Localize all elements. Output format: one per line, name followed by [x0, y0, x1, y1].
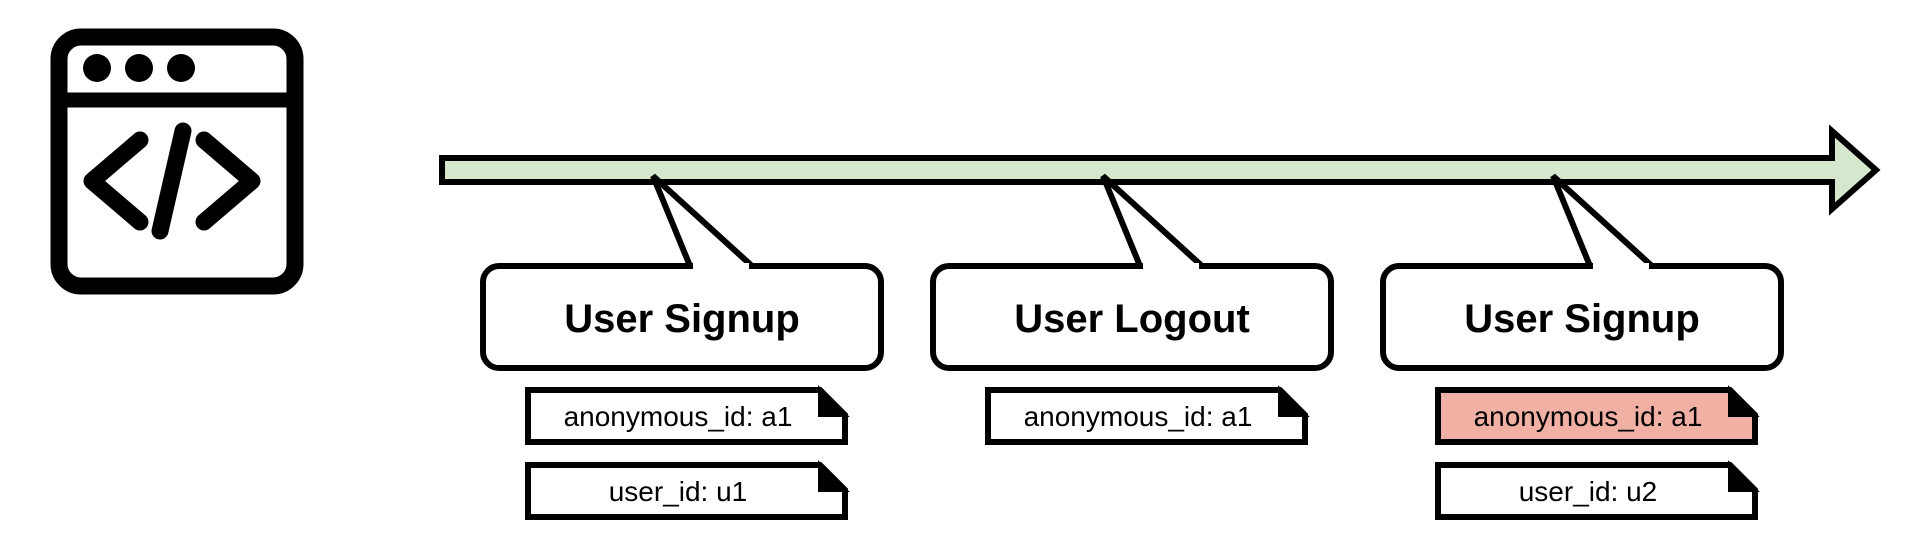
window-dot-1-icon — [83, 54, 111, 82]
attribute-note-fold-1-0 — [818, 385, 850, 417]
event-box-shape-2[interactable] — [930, 263, 1334, 371]
timeline-connectors — [650, 173, 1655, 269]
attribute-note-fold-3-1 — [1728, 460, 1760, 492]
attribute-note-shape-1-1[interactable] — [525, 462, 848, 520]
attribute-note-shape-3-0[interactable] — [1435, 387, 1758, 445]
connector-tail-event-3 — [1550, 173, 1655, 269]
attribute-note-3-anonymous-id[interactable] — [1435, 385, 1760, 445]
event-box-event-2[interactable] — [930, 263, 1334, 371]
attribute-note-shape-1-0[interactable] — [525, 387, 848, 445]
connector-tail-event-1 — [650, 173, 755, 269]
event-timeline-arrow — [439, 124, 1881, 216]
event-box-shape-1[interactable] — [480, 263, 884, 371]
attribute-note-3-user-id[interactable] — [1435, 460, 1760, 520]
attribute-note-fold-3-0 — [1728, 385, 1760, 417]
code-window-icon — [50, 28, 304, 295]
attribute-note-1-anonymous-id[interactable] — [525, 385, 850, 445]
attribute-note-2-anonymous-id[interactable] — [985, 385, 1310, 445]
code-right-chevron-icon — [195, 131, 261, 231]
attribute-note-fold-2-0 — [1278, 385, 1310, 417]
code-left-chevron-icon — [83, 131, 149, 231]
timeline-arrow-shape — [439, 124, 1881, 216]
window-dot-2-icon — [125, 54, 153, 82]
event-box-event-3[interactable] — [1380, 263, 1784, 371]
event-box-shape-3[interactable] — [1380, 263, 1784, 371]
connector-tail-event-2 — [1100, 173, 1205, 269]
attribute-note-1-user-id[interactable] — [525, 460, 850, 520]
attribute-note-shape-2-0[interactable] — [985, 387, 1308, 445]
code-slash-icon — [151, 122, 192, 240]
window-dot-3-icon — [167, 54, 195, 82]
event-box-event-1[interactable] — [480, 263, 884, 371]
attribute-note-fold-1-1 — [818, 460, 850, 492]
attribute-note-shape-3-1[interactable] — [1435, 462, 1758, 520]
